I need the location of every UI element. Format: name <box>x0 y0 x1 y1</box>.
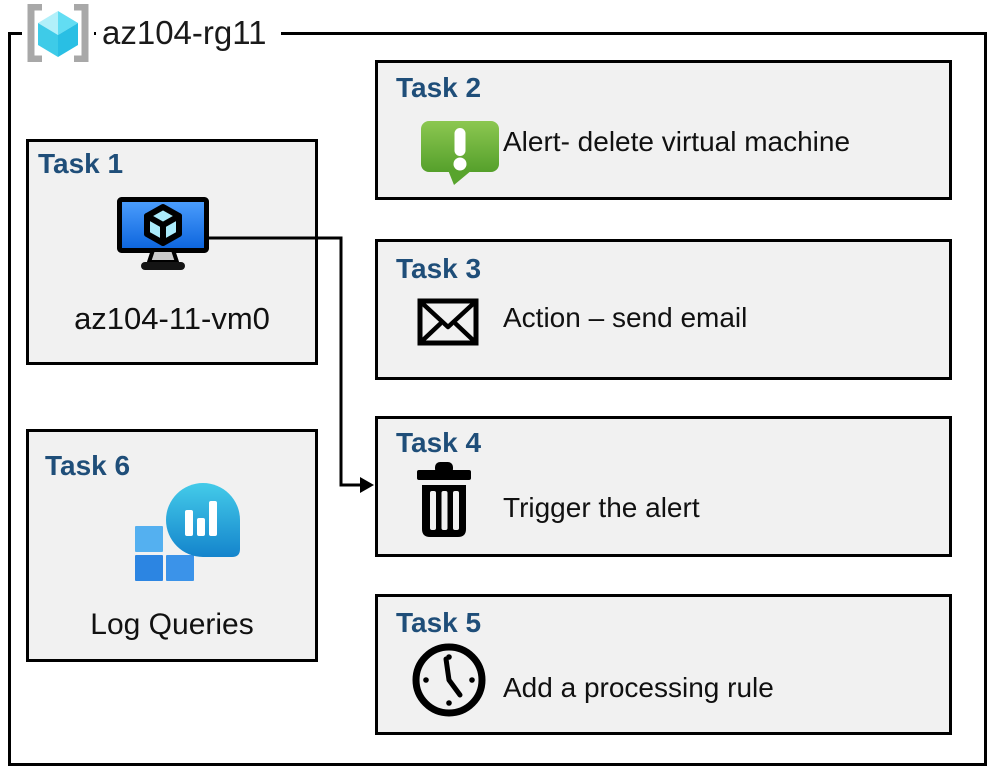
delete-trash-icon <box>415 460 473 545</box>
log-analytics-icon <box>133 482 245 587</box>
task4-caption: Trigger the alert <box>503 492 700 523</box>
task1-title: Task 1 <box>38 148 124 179</box>
virtual-machine-icon <box>117 197 209 276</box>
task4-title: Task 4 <box>396 427 482 458</box>
task1-box: Task 1 az104-11-vm0 <box>26 139 318 365</box>
task2-title: Task 2 <box>396 72 482 103</box>
task5-caption: Add a processing rule <box>503 672 774 703</box>
alert-message-icon <box>420 120 500 191</box>
task3-title: Task 3 <box>396 253 482 284</box>
task4-box: Task 4 Trigger the alert <box>375 416 952 557</box>
task1-caption: az104-11-vm0 <box>74 301 270 336</box>
task6-title: Task 6 <box>45 450 131 481</box>
task3-box: Task 3 Action – send email <box>375 239 952 380</box>
task6-box: Task 6 Log Queries <box>26 429 318 662</box>
task5-title: Task 5 <box>396 607 482 638</box>
task2-caption: Alert- delete virtual machine <box>503 126 851 157</box>
resource-group-title: az104-rg11 <box>96 11 281 55</box>
task3-caption: Action – send email <box>503 302 748 333</box>
email-envelope-icon <box>417 298 479 351</box>
resource-group-icon <box>22 3 94 63</box>
task6-caption: Log Queries <box>90 608 254 641</box>
task2-box: Task 2 Alert- delete virtual machine <box>375 60 952 200</box>
task5-box: Task 5 Add a processing rule <box>375 594 952 735</box>
clock-icon <box>412 643 486 722</box>
